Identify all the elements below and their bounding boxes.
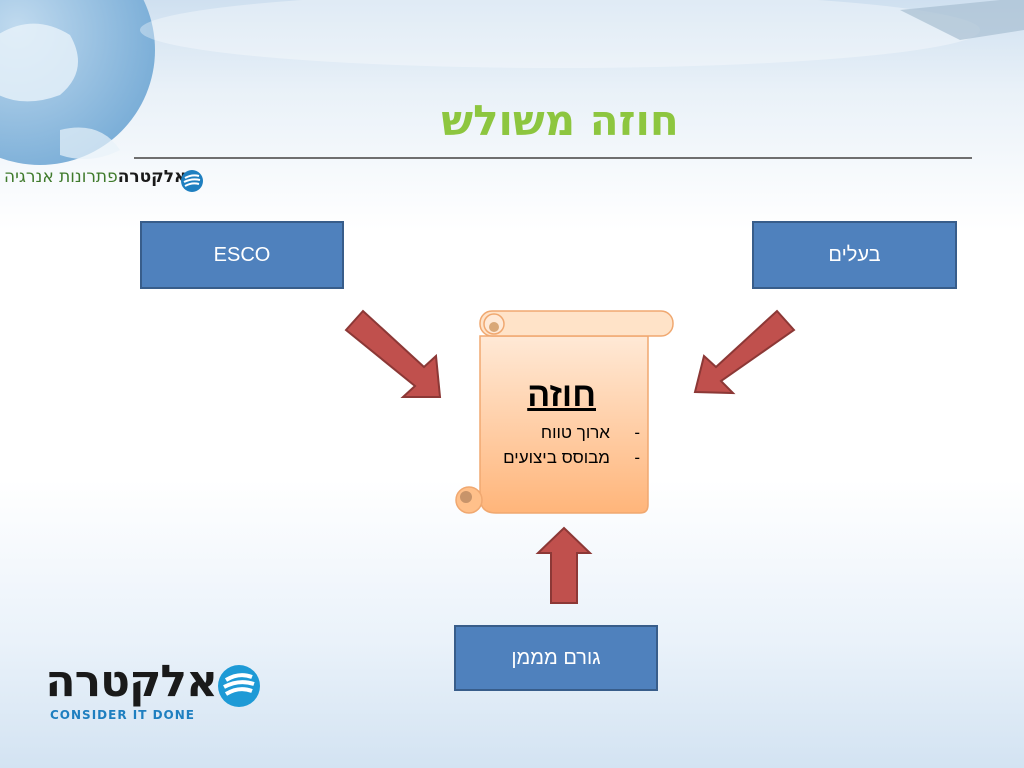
contract-item: - מבוסס ביצועים	[503, 445, 640, 470]
esco-box: ESCO	[140, 221, 344, 289]
top-logo-text: אלקטרהפתרונות אנרגיה	[4, 167, 186, 187]
contract-content: חוזה - ארוך טווח - מבוסס ביצועים	[480, 340, 642, 510]
bottom-logo-tagline: CONSIDER IT DONE	[50, 708, 195, 722]
contract-item-bullet: -	[634, 448, 640, 467]
bottom-logo-hebrew-text: אלקטרה	[45, 656, 218, 707]
arrow-from-owners	[693, 309, 796, 395]
contract-item-text: מבוסס ביצועים	[503, 448, 610, 467]
contract-item: - ארוך טווח	[503, 420, 640, 445]
contract-items: - ארוך טווח - מבוסס ביצועים	[503, 420, 640, 470]
financier-label: גורם מממן	[511, 646, 601, 669]
page-title: חוזה משולש	[441, 96, 679, 145]
bottom-brand-logo: אלקטרה CONSIDER IT DONE	[45, 656, 265, 722]
contract-scroll	[455, 310, 674, 514]
top-brand-logo: אלקטרהפתרונות אנרגיה	[4, 167, 204, 195]
contract-title: חוזה	[527, 376, 596, 414]
electra-logo-icon	[181, 170, 203, 192]
arrow-from-financier	[535, 526, 593, 604]
electra-logo-icon	[218, 665, 260, 707]
plane-wing-decoration	[900, 0, 1024, 40]
owners-label: בעלים	[828, 243, 881, 266]
contract-item-bullet: -	[634, 423, 640, 442]
top-logo-green-text: פתרונות אנרגיה	[4, 167, 118, 187]
financier-box: גורם מממן	[454, 625, 658, 691]
arrow-from-esco	[344, 309, 442, 398]
esco-label: ESCO	[213, 243, 271, 266]
owners-box: בעלים	[752, 221, 957, 289]
contract-item-text: ארוך טווח	[540, 423, 610, 442]
background-globe-decoration	[0, 0, 1024, 165]
title-divider	[134, 157, 972, 159]
top-logo-dark-text: אלקטרה	[117, 167, 187, 187]
